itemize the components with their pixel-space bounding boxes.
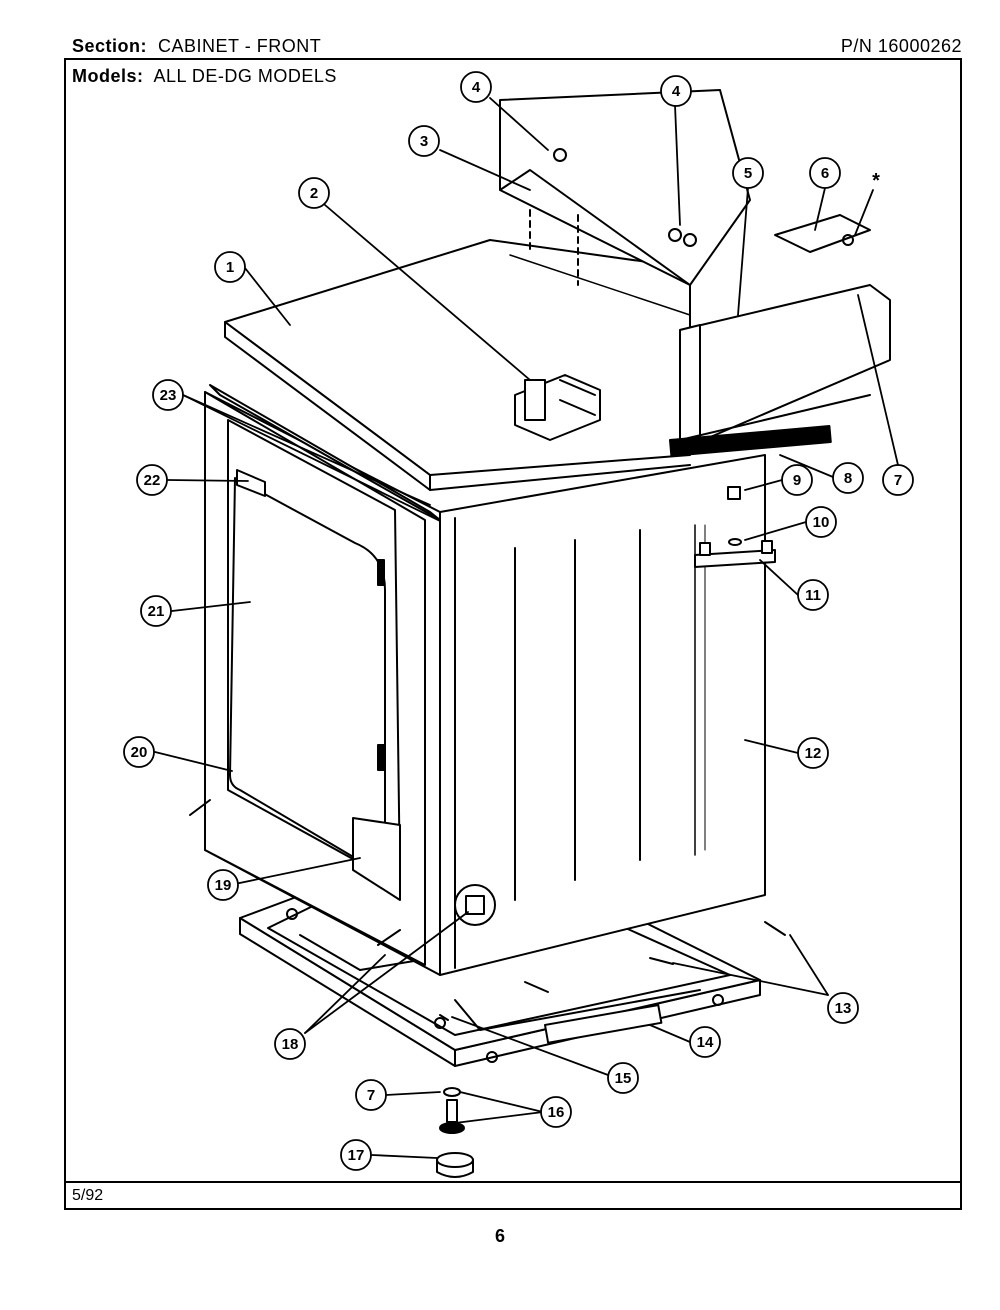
callout-20 (123, 736, 155, 768)
callout-text: 7 (894, 472, 902, 489)
callout-22 (136, 464, 168, 496)
callout-9 (781, 464, 813, 496)
models-value: ALL DE-DG MODELS (153, 66, 337, 86)
callout-text: 10 (813, 514, 830, 531)
callout-text: 12 (805, 745, 822, 762)
callout-10 (805, 506, 837, 538)
callout-text: 22 (144, 472, 161, 489)
callout-text: 8 (844, 470, 852, 487)
callout-text: 9 (793, 472, 801, 489)
section-header: Section: CABINET - FRONT (72, 36, 321, 57)
front-panel (204, 384, 441, 966)
callout-text: 19 (215, 877, 232, 894)
callout-21 (140, 595, 172, 627)
callout-text: 16 (548, 1104, 565, 1121)
callout-8 (832, 462, 864, 494)
junction-box (454, 884, 496, 926)
callout-text: 4 (672, 83, 681, 100)
callout-2 (298, 177, 330, 209)
callout-text: 18 (282, 1036, 299, 1053)
callouts: 1 2 3 4 4 5 6 * 7 8 9 10 11 12 13 14 15 … (123, 71, 914, 1171)
callout-4a (460, 71, 492, 103)
callout-text: 21 (148, 603, 165, 620)
section-label: Section: (72, 36, 148, 56)
models-header: Models: ALL DE-DG MODELS (72, 66, 341, 87)
callout-17 (340, 1139, 372, 1171)
callout-text: 7 (367, 1087, 375, 1104)
page-frame (64, 58, 962, 1210)
cover-plate (774, 214, 871, 253)
callout-5 (732, 157, 764, 189)
callout-11 (797, 579, 829, 611)
callout-14 (689, 1026, 721, 1058)
callout-4b (660, 75, 692, 107)
callout-3 (408, 125, 440, 157)
footer-divider (64, 1181, 962, 1183)
callout-6 (809, 157, 841, 189)
callout-text: 17 (348, 1147, 365, 1164)
callout-1 (214, 251, 246, 283)
callout-7b (355, 1079, 387, 1111)
control-console (669, 284, 891, 457)
models-label: Models: (72, 66, 144, 86)
callout-16 (540, 1096, 572, 1128)
callout-text: 11 (805, 587, 821, 604)
callout-text: 14 (697, 1034, 714, 1051)
asterisk-note: * (872, 170, 880, 192)
callout-text: 13 (835, 1000, 852, 1017)
callout-text: 2 (310, 185, 318, 202)
callout-text: 23 (160, 387, 177, 404)
callout-18 (274, 1028, 306, 1060)
callout-13 (827, 992, 859, 1024)
part-number: P/N 16000262 (840, 36, 962, 56)
callout-text: 3 (420, 133, 428, 150)
callout-text: 20 (131, 744, 148, 761)
callout-7a (882, 464, 914, 496)
callout-12 (797, 737, 829, 769)
leg-assembly (436, 1087, 474, 1178)
door-lock (514, 374, 601, 441)
callout-text: 6 (821, 165, 829, 182)
callout-text: 5 (744, 165, 752, 182)
bracket (694, 486, 776, 568)
page-number: 6 (494, 1226, 505, 1246)
callout-19 (207, 869, 239, 901)
callout-23 (152, 379, 184, 411)
leader-lines (154, 97, 899, 1159)
callout-text: 4 (472, 79, 481, 96)
revision-date: 5/92 (72, 1187, 104, 1204)
section-value: CABINET - FRONT (158, 36, 322, 56)
callout-text: 15 (615, 1070, 632, 1087)
screws (189, 799, 786, 1021)
callout-text: 1 (226, 259, 234, 276)
callout-15 (607, 1062, 639, 1094)
